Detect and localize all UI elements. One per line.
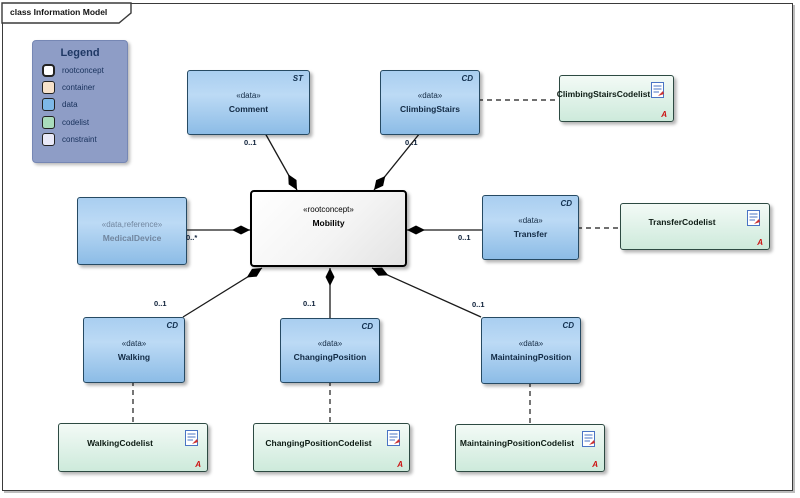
letter-a-indicator: A <box>397 460 403 469</box>
legend-item-container: container <box>33 81 127 95</box>
diamond-climbingstairs <box>374 175 386 190</box>
data-swatch <box>42 98 55 112</box>
node-climbingstairs-codelist[interactable]: ClimbingStairsCodelist A <box>556 75 674 122</box>
codelist-name: WalkingCodelist <box>87 437 153 448</box>
letter-a-indicator: A <box>661 110 667 119</box>
codelist-name: MaintainingPositionCodelist <box>459 438 575 448</box>
node-name: Mobility <box>312 218 345 228</box>
node-medicaldevice[interactable]: «data,reference» MedicalDevice <box>77 197 187 265</box>
node-transfer[interactable]: CD «data» Transfer <box>482 195 579 260</box>
diamond-maintainingposition <box>372 267 389 276</box>
legend-label: constraint <box>62 134 97 144</box>
diamond-medicaldevice <box>232 225 250 235</box>
legend-label: codelist <box>62 117 90 127</box>
node-changingposition-codelist[interactable]: ChangingPositionCodelist A <box>253 423 410 472</box>
multiplicity-label: 0..1 <box>405 138 418 147</box>
multiplicity-label: 0..1 <box>472 300 485 309</box>
stereotype: «data» <box>317 339 343 348</box>
node-transfer-codelist[interactable]: TransferCodelist A <box>620 203 770 250</box>
legend-item-rootconcept: rootconcept <box>33 64 127 77</box>
connector-mobility-maintainingposition <box>371 267 482 318</box>
legend-item-codelist: codelist <box>33 115 127 129</box>
frame-tab <box>1 2 132 24</box>
legend-label: rootconcept <box>62 66 104 75</box>
diamond-walking <box>246 268 262 278</box>
document-icon <box>582 431 595 447</box>
node-walking[interactable]: CD «data» Walking <box>83 317 185 383</box>
stereotype: «data» <box>417 91 443 100</box>
stereotype: «rootconcept» <box>303 205 354 214</box>
node-maintainingposition[interactable]: CD «data» MaintainingPosition <box>481 317 581 384</box>
legend-label: data <box>62 100 78 110</box>
term-badge: CD <box>166 321 178 330</box>
multiplicity-label: 0..1 <box>154 299 167 308</box>
node-name: Comment <box>228 104 269 114</box>
node-climbingstairs[interactable]: CD «data» ClimbingStairs <box>380 70 480 135</box>
legend: Legend rootconcept container data codeli… <box>32 40 128 163</box>
node-maintainingposition-codelist[interactable]: MaintainingPositionCodelist A <box>455 424 605 472</box>
stereotype: «data» <box>518 216 543 225</box>
term-badge: CD <box>461 74 473 83</box>
term-badge: CD <box>560 199 572 208</box>
node-name: ChangingPosition <box>293 352 367 362</box>
stereotype: «data,reference» <box>101 219 163 229</box>
node-name: Walking <box>117 351 151 362</box>
letter-a-indicator: A <box>757 238 763 247</box>
diamond-comment <box>288 174 297 190</box>
constraint-swatch <box>42 132 55 146</box>
container-swatch <box>42 81 55 95</box>
document-icon <box>185 430 198 446</box>
multiplicity-label: 0..1 <box>303 299 316 308</box>
node-changingposition[interactable]: CD «data» ChangingPosition <box>280 318 380 383</box>
multiplicity-label: 0..1 <box>458 233 471 242</box>
node-name: MedicalDevice <box>102 232 162 243</box>
document-icon <box>387 430 400 446</box>
codelist-name: ChangingPositionCodelist <box>265 437 372 448</box>
node-name: Transfer <box>513 229 548 239</box>
codelist-name: ClimbingStairsCodelist <box>556 88 651 99</box>
letter-a-indicator: A <box>195 460 201 469</box>
multiplicity-label: 0..* <box>186 233 198 242</box>
multiplicity-label: 0..1 <box>244 138 257 147</box>
document-icon <box>651 82 664 98</box>
codelist-name: TransferCodelist <box>648 216 716 227</box>
stereotype: «data» <box>121 338 147 348</box>
diamond-transfer <box>407 225 425 235</box>
composition-diamonds <box>232 174 425 286</box>
legend-label: container <box>62 83 95 93</box>
term-badge: ST <box>292 74 303 83</box>
stereotype: «data» <box>236 91 261 100</box>
node-comment[interactable]: ST «data» Comment <box>187 70 310 135</box>
diamond-changingposition <box>325 268 335 286</box>
rootconcept-swatch <box>42 64 55 77</box>
stereotype: «data» <box>518 339 544 348</box>
legend-item-constraint: constraint <box>33 132 127 146</box>
node-name: ClimbingStairs <box>400 104 460 114</box>
term-badge: CD <box>361 322 373 331</box>
document-icon <box>747 210 760 226</box>
legend-item-data: data <box>33 98 127 112</box>
node-mobility[interactable]: «rootconcept» Mobility <box>250 190 407 267</box>
letter-a-indicator: A <box>592 460 598 469</box>
dashed-connectors <box>132 99 620 424</box>
legend-title: Legend <box>60 47 100 59</box>
codelist-swatch <box>42 115 55 129</box>
node-walking-codelist[interactable]: WalkingCodelist A <box>58 423 208 472</box>
term-badge: CD <box>562 321 574 330</box>
frame-title: class Information Model <box>10 7 108 17</box>
node-name: MaintainingPosition <box>490 352 572 362</box>
